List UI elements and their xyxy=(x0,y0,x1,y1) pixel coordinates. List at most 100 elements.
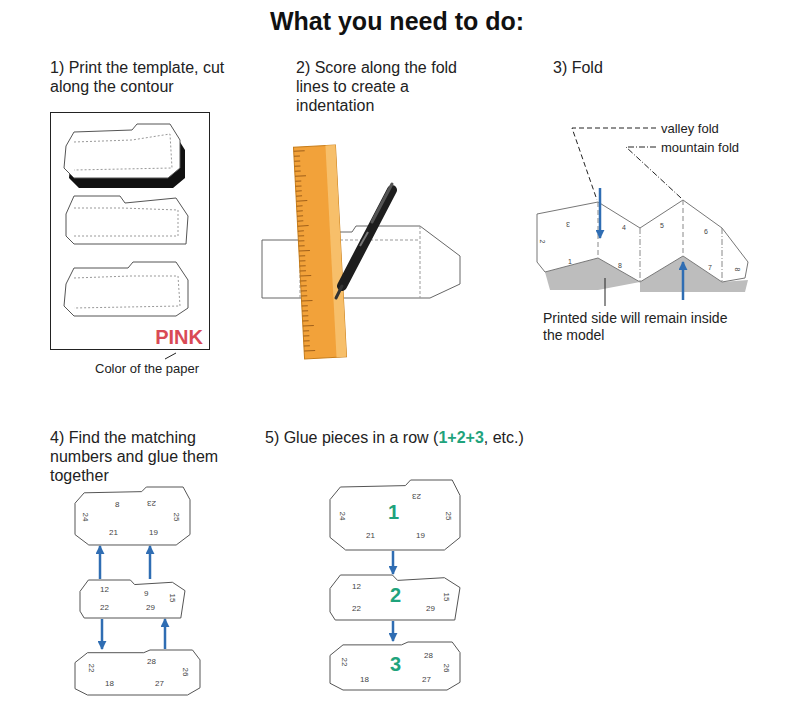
glue-number: 23 xyxy=(412,492,421,500)
glue-arrow xyxy=(164,619,167,649)
legend-text: valley fold xyxy=(661,121,719,136)
ruler-tick xyxy=(301,290,307,291)
step-text: 2) Score along the fold lines to create … xyxy=(296,58,471,116)
glue-number: 22 xyxy=(352,605,361,613)
ruler-tick xyxy=(300,270,306,271)
ruler-tick xyxy=(303,335,309,336)
ruler-tick xyxy=(295,175,306,177)
glue-arrow xyxy=(392,551,395,574)
glue-number: 26 xyxy=(442,664,450,673)
piece-outline xyxy=(330,480,460,550)
glue-number: 15 xyxy=(442,593,450,602)
leader-line xyxy=(605,278,606,306)
ruler-tick xyxy=(302,300,313,302)
highlight-text: 1+2+3 xyxy=(438,429,483,446)
glue-number: 12 xyxy=(352,583,361,591)
template-sheet: PINK xyxy=(50,112,210,350)
ruler-tick xyxy=(294,155,300,156)
callout-text: Color of the paper xyxy=(95,361,235,377)
piece-number: 3 xyxy=(390,654,401,674)
ruler-tick xyxy=(298,240,304,241)
leader-line xyxy=(165,353,176,359)
ruler-tick xyxy=(302,315,308,316)
fold-number: 1 xyxy=(568,258,572,265)
ruler-tick xyxy=(298,230,304,231)
glue-number: 8 xyxy=(115,501,119,509)
glue-number: 15 xyxy=(168,594,176,603)
ruler-tick xyxy=(296,190,302,191)
glue-number: 22 xyxy=(340,658,348,667)
glue-number: 22 xyxy=(100,604,109,612)
ruler-tick xyxy=(294,165,300,166)
fold-arrow xyxy=(599,188,602,238)
paper-piece: 32228261827 xyxy=(330,642,460,690)
ruler-tick xyxy=(299,245,305,246)
fold-number: 8 xyxy=(734,268,741,272)
glue-number: 12 xyxy=(100,586,109,594)
paper-piece: 12324211925 xyxy=(330,480,460,550)
legend-item: mountain fold xyxy=(661,138,739,157)
ruler-tick xyxy=(300,275,311,277)
ruler-tick xyxy=(302,305,308,306)
glue-number: 9 xyxy=(144,590,148,598)
ruler-tick xyxy=(294,160,300,161)
glue-number: 21 xyxy=(366,532,375,540)
ruler-tick xyxy=(296,200,307,202)
glue-number: 29 xyxy=(146,604,155,612)
paper-piece: 82325242119 xyxy=(75,487,190,545)
ruler-tick xyxy=(301,295,307,296)
glue-number: 24 xyxy=(81,513,89,522)
fold-number: 8 xyxy=(618,262,622,269)
glue-number: 18 xyxy=(105,680,114,688)
ruler-tick xyxy=(304,350,315,352)
glue-number: 25 xyxy=(444,512,452,521)
step-line: 5) Glue pieces in a row (1+2+3, etc.) xyxy=(265,428,524,447)
ruler-tick xyxy=(294,150,305,152)
ruler-tick xyxy=(300,280,306,281)
ruler-tick xyxy=(303,330,309,331)
ruler-tick xyxy=(296,185,302,186)
step-text: 4) Find the matching numbers and glue th… xyxy=(50,428,235,486)
paper-color: PINK xyxy=(155,327,203,347)
ruler-tick xyxy=(295,170,301,171)
fold-number: 3 xyxy=(566,221,570,228)
scored-piece xyxy=(262,226,460,298)
glue-arrow xyxy=(99,546,102,579)
piece-outline xyxy=(330,575,460,620)
ruler-tick xyxy=(296,195,302,196)
glue-number: 29 xyxy=(426,605,435,613)
ruler-tick xyxy=(301,285,307,286)
glue-number: 25 xyxy=(172,513,180,522)
fold-number: 4 xyxy=(622,224,626,231)
fold-number: 7 xyxy=(708,264,712,271)
glue-number: 28 xyxy=(147,658,156,666)
step-text: , etc.) xyxy=(484,429,524,446)
ruler-tick xyxy=(299,250,310,252)
piece-outline xyxy=(75,487,190,545)
ruler-tick xyxy=(297,210,303,211)
glue-arrow xyxy=(149,546,152,579)
template-pieces xyxy=(64,124,188,316)
glue-number: 19 xyxy=(416,532,425,540)
ruler-tick xyxy=(299,260,305,261)
ruler-tick xyxy=(303,325,314,327)
glue-number: 22 xyxy=(87,664,95,673)
piece-outline xyxy=(75,650,200,695)
folded-piece xyxy=(537,200,748,292)
step-text: 5) Glue pieces in a row ( xyxy=(265,429,438,446)
page-title: What you need to do: xyxy=(0,6,794,36)
ruler-tick xyxy=(299,255,305,256)
step-text: 1) Print the template, cut along the con… xyxy=(50,58,225,96)
glue-arrow xyxy=(101,619,104,649)
ruler-tick xyxy=(303,320,309,321)
piece-outline xyxy=(75,650,200,695)
ruler-tick xyxy=(297,205,303,206)
piece-outline xyxy=(80,580,185,618)
legend: valley fold mountain fold xyxy=(661,119,739,157)
glue-number: 27 xyxy=(422,676,431,684)
step-text: 3) Fold xyxy=(553,58,653,77)
fold-arrow xyxy=(682,262,685,300)
pen xyxy=(336,184,392,298)
paper-piece: 2228261827 xyxy=(75,650,200,695)
